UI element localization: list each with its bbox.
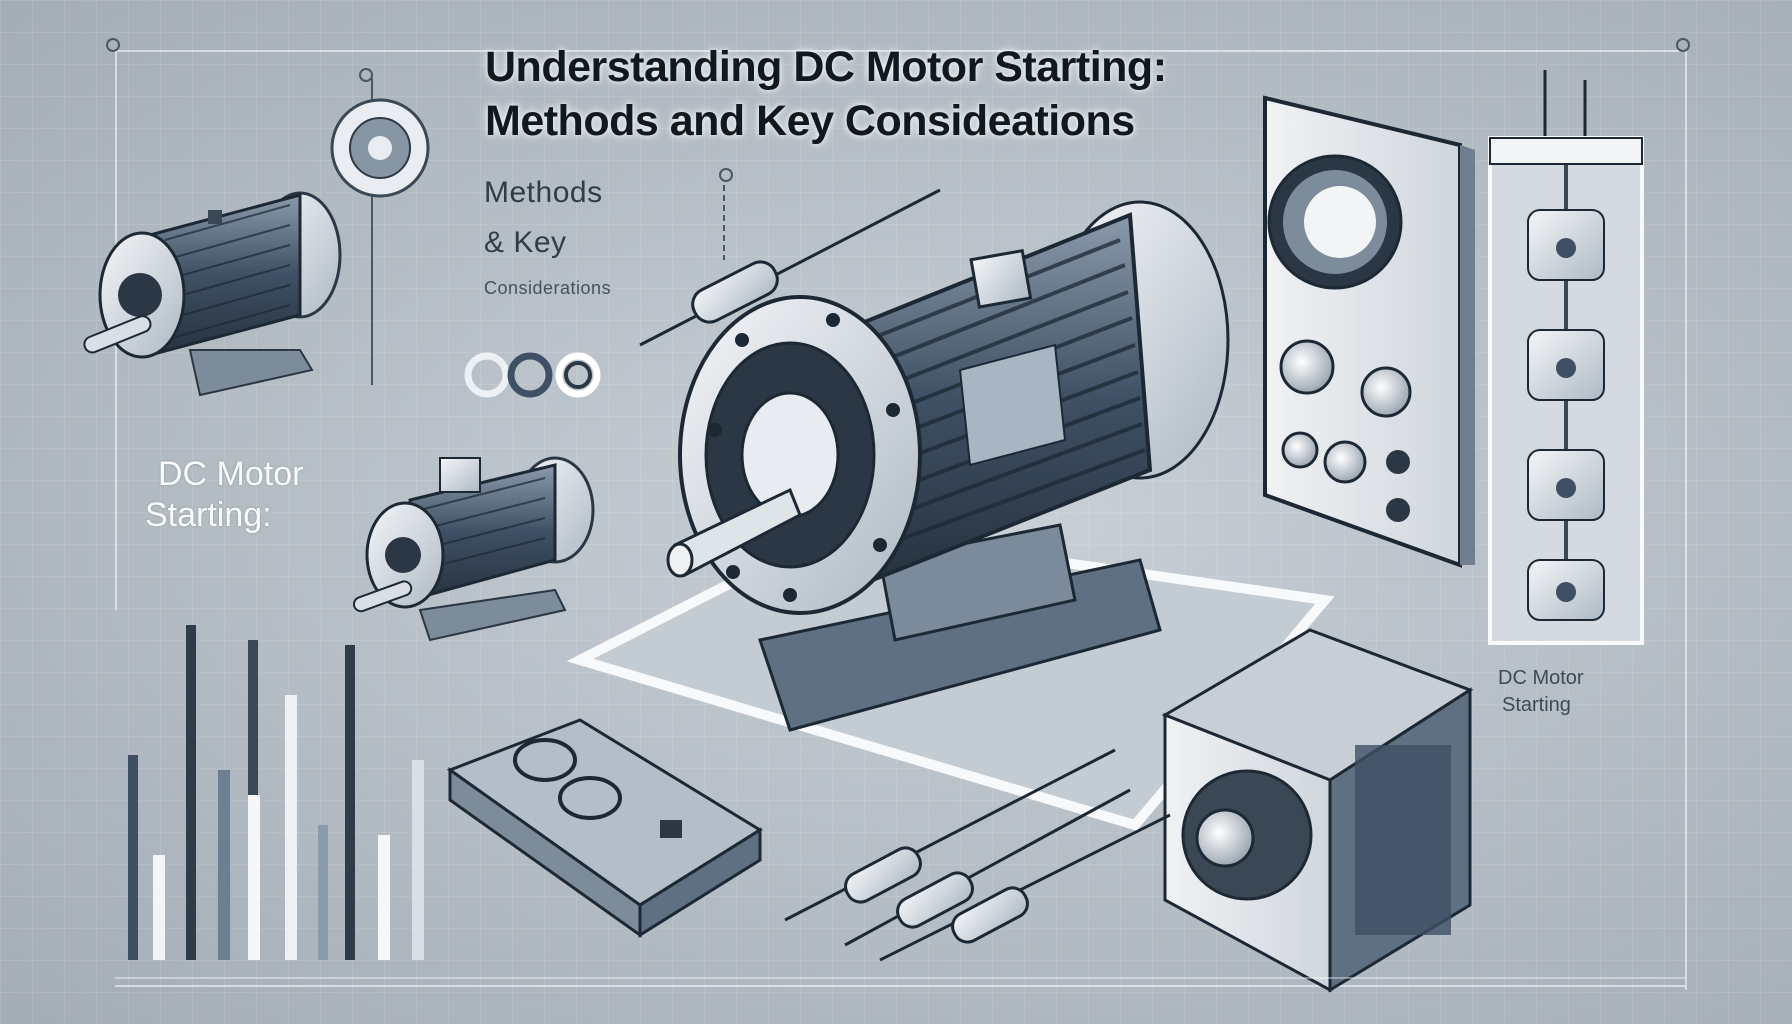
frame-top-line xyxy=(115,50,1685,52)
resistor-icon xyxy=(639,188,941,347)
page-title: Understanding DC Motor Starting: Methods… xyxy=(485,40,1167,148)
subtitle-line-1: Methods xyxy=(484,176,603,209)
corner-label-line-1: DC Motor xyxy=(1498,667,1584,689)
rings-icon xyxy=(464,352,601,398)
subtitle-line-3: Considerations xyxy=(484,278,612,298)
corner-label-line-2: Starting xyxy=(1502,694,1571,716)
control-panel-icon xyxy=(1263,95,1475,568)
side-label-line-2: Starting: xyxy=(145,496,272,534)
frame-right-line xyxy=(1685,50,1687,990)
resistors-bottom-icon xyxy=(784,748,1171,962)
contactor-column-icon xyxy=(1488,70,1644,645)
main-motor-icon xyxy=(666,200,1230,732)
title-line-2: Methods and Key Consideations xyxy=(485,97,1135,145)
title-line-1: Understanding DC Motor Starting: xyxy=(485,43,1167,91)
subtitle-line-2: & Key xyxy=(484,226,567,259)
side-label-line-1: DC Motor xyxy=(158,455,304,493)
small-motor-bottom-icon xyxy=(352,456,595,642)
bar-graphic-icon xyxy=(128,625,424,960)
frame-bottom-line xyxy=(115,985,1685,987)
dial-icon xyxy=(330,98,430,198)
small-motor-top-icon xyxy=(83,191,342,397)
starter-box-icon xyxy=(1161,628,1474,993)
control-box-icon xyxy=(446,718,763,938)
